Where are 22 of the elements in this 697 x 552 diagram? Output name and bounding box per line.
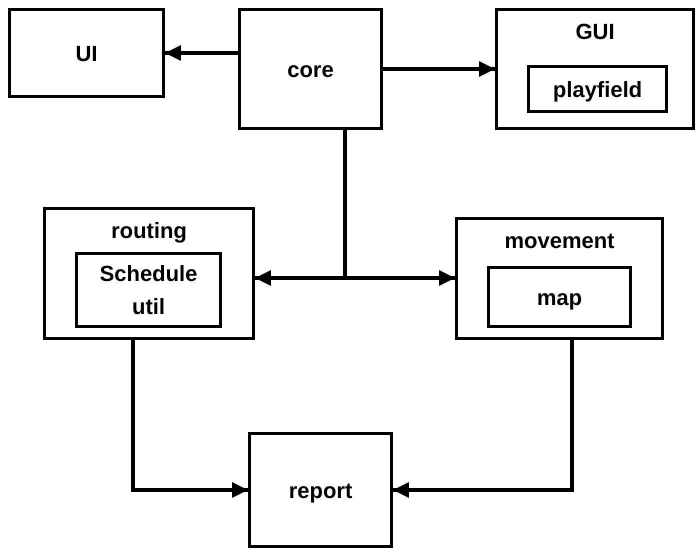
box-label: core bbox=[286, 56, 335, 84]
process-box bbox=[8, 8, 165, 98]
module-box bbox=[495, 8, 695, 130]
arrow bbox=[165, 45, 238, 61]
process-box bbox=[487, 266, 632, 328]
module-box bbox=[43, 207, 255, 340]
process-box bbox=[527, 65, 668, 113]
box-label: report bbox=[288, 476, 354, 505]
process-box bbox=[248, 432, 393, 548]
arrow bbox=[383, 61, 495, 77]
process-box bbox=[238, 8, 383, 130]
box-label: movement bbox=[503, 227, 616, 255]
box-label: GUI bbox=[574, 18, 616, 46]
arrow bbox=[393, 340, 574, 498]
box-label: UI bbox=[74, 40, 98, 68]
box-label: Schedule util bbox=[98, 260, 198, 321]
box-label: playfield bbox=[552, 76, 644, 104]
process-box bbox=[75, 252, 222, 328]
arrow bbox=[131, 340, 248, 498]
box-label: map bbox=[536, 284, 584, 312]
box-label: routing bbox=[110, 217, 188, 245]
module-box bbox=[455, 217, 664, 340]
